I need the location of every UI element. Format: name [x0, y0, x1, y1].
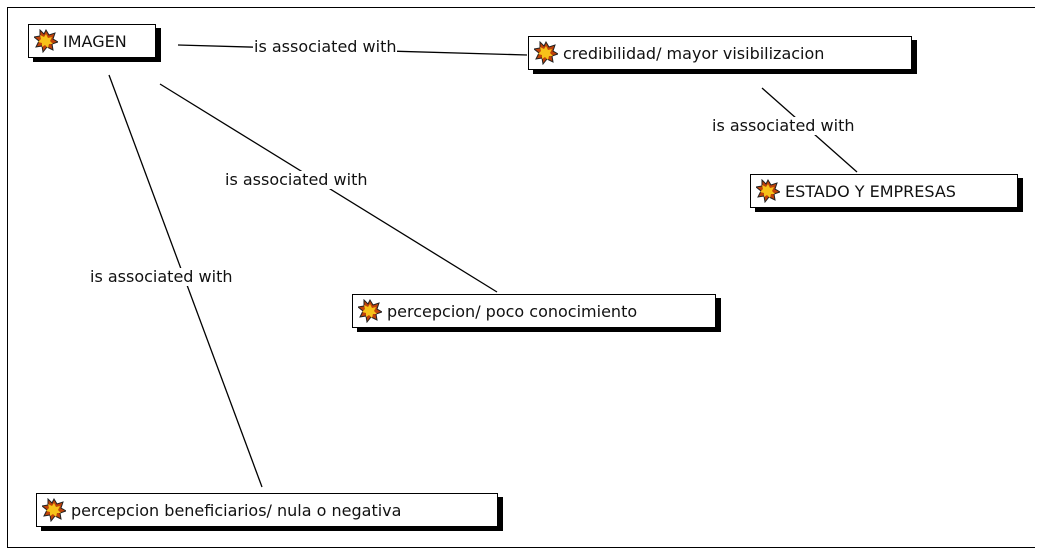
- node-label: IMAGEN: [63, 31, 127, 51]
- code-star-icon: [756, 179, 780, 203]
- node-estado[interactable]: ESTADO Y EMPRESAS: [750, 174, 1018, 208]
- node-credibilidad[interactable]: credibilidad/ mayor visibilizacion: [528, 36, 912, 70]
- node-label: percepcion beneficiarios/ nula o negativ…: [71, 500, 402, 520]
- node-label: ESTADO Y EMPRESAS: [785, 181, 956, 201]
- node-beneficiarios[interactable]: percepcion beneficiarios/ nula o negativ…: [36, 493, 498, 527]
- code-star-icon: [534, 41, 558, 65]
- edge-label-imagen-percepcion: is associated with: [224, 170, 369, 189]
- edge-label-credibilidad-estado: is associated with: [711, 116, 856, 135]
- network-frame: [7, 7, 1035, 548]
- code-star-icon: [34, 29, 58, 53]
- edge-label-imagen-credibilidad: is associated with: [253, 37, 398, 56]
- code-star-icon: [358, 299, 382, 323]
- node-label: credibilidad/ mayor visibilizacion: [563, 43, 825, 63]
- code-star-icon: [42, 498, 66, 522]
- node-label: percepcion/ poco conocimiento: [387, 301, 638, 321]
- node-percepcion[interactable]: percepcion/ poco conocimiento: [352, 294, 716, 328]
- edge-label-imagen-beneficiarios: is associated with: [89, 267, 234, 286]
- node-imagen[interactable]: IMAGEN: [28, 24, 156, 58]
